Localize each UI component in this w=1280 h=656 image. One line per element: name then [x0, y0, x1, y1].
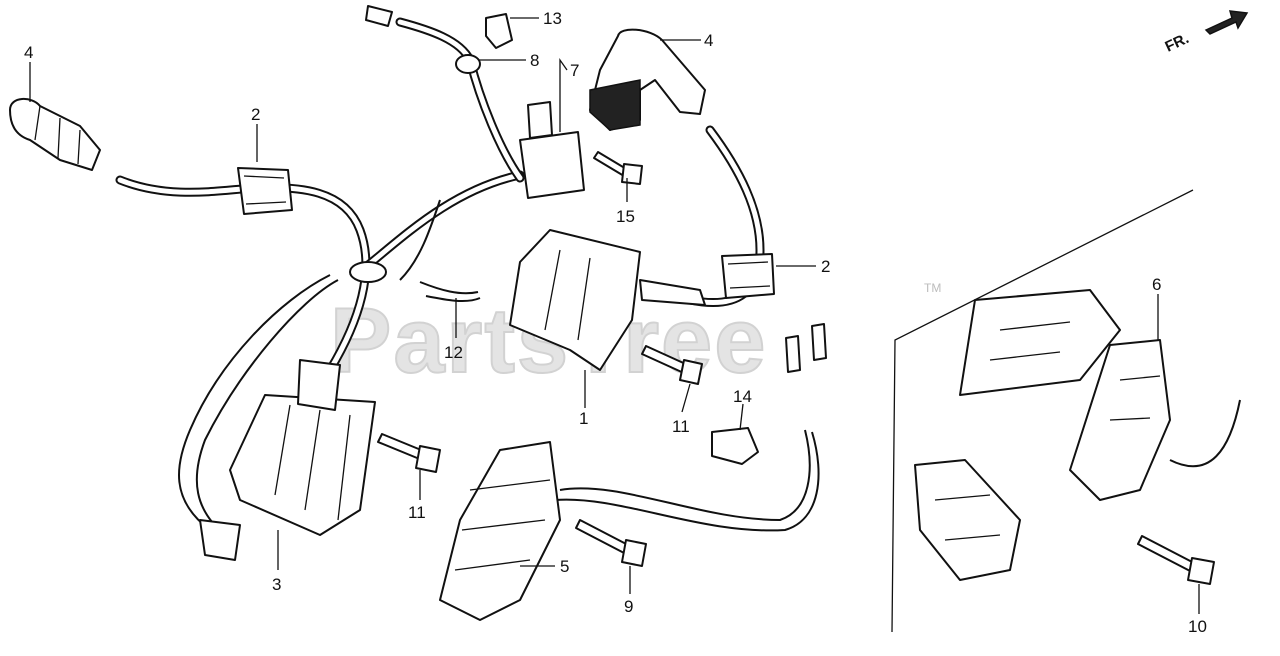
callout-10: 10: [1188, 617, 1207, 636]
grommet-top: [365, 5, 481, 74]
wire-clip-14: [711, 427, 759, 465]
callout-4-top: 4: [704, 31, 713, 50]
coil-assembly-alternate: [914, 289, 1241, 581]
callout-5: 5: [560, 557, 569, 576]
callout-15: 15: [616, 207, 635, 226]
bolt-11-right: [641, 345, 703, 385]
grommet-left: [237, 167, 293, 215]
leader-lines: [29, 17, 1200, 614]
ignition-coil: [199, 359, 376, 561]
spark-plug-cap-left: [9, 98, 101, 171]
callout-labels: 4 2 3 1 2 4 13 8 7 15 12 11 11 14 5 9 6 …: [24, 9, 1207, 636]
bolt-9: [575, 519, 647, 567]
noise-condenser: [519, 101, 585, 199]
callout-2-left: 2: [251, 105, 260, 124]
ignition-control-module: [509, 229, 706, 371]
bolt-11-left: [377, 433, 441, 473]
callout-4-left: 4: [24, 43, 33, 62]
callout-12: 12: [444, 343, 463, 362]
callout-11-right: 11: [672, 417, 690, 436]
callout-6: 6: [1152, 275, 1161, 294]
harness-clamp: [349, 261, 387, 283]
wiring-harness: [115, 17, 820, 536]
front-arrow-icon: [1204, 10, 1249, 35]
callout-8: 8: [530, 51, 539, 70]
callout-13: 13: [543, 9, 562, 28]
callout-14: 14: [733, 387, 752, 406]
grommet-right: [721, 253, 775, 299]
charge-coil: [439, 441, 561, 621]
front-direction-indicator: FR.: [1163, 10, 1249, 56]
callout-3: 3: [272, 575, 281, 594]
front-label: FR.: [1163, 30, 1192, 56]
charge-coil-connectors: [785, 323, 827, 373]
callout-1: 1: [579, 409, 588, 428]
harness-clip: [419, 281, 481, 303]
bolt-10: [1137, 535, 1215, 585]
callout-2-right: 2: [821, 257, 830, 276]
wire-clip-top: [485, 13, 513, 49]
spark-plug-cap-top: [589, 28, 706, 131]
inset-divider: [891, 189, 1194, 633]
trademark-mark: TM: [924, 281, 941, 295]
callout-9: 9: [624, 597, 633, 616]
bolt-15: [593, 151, 643, 185]
callout-11-left: 11: [408, 503, 426, 522]
callout-7: 7: [570, 61, 579, 80]
